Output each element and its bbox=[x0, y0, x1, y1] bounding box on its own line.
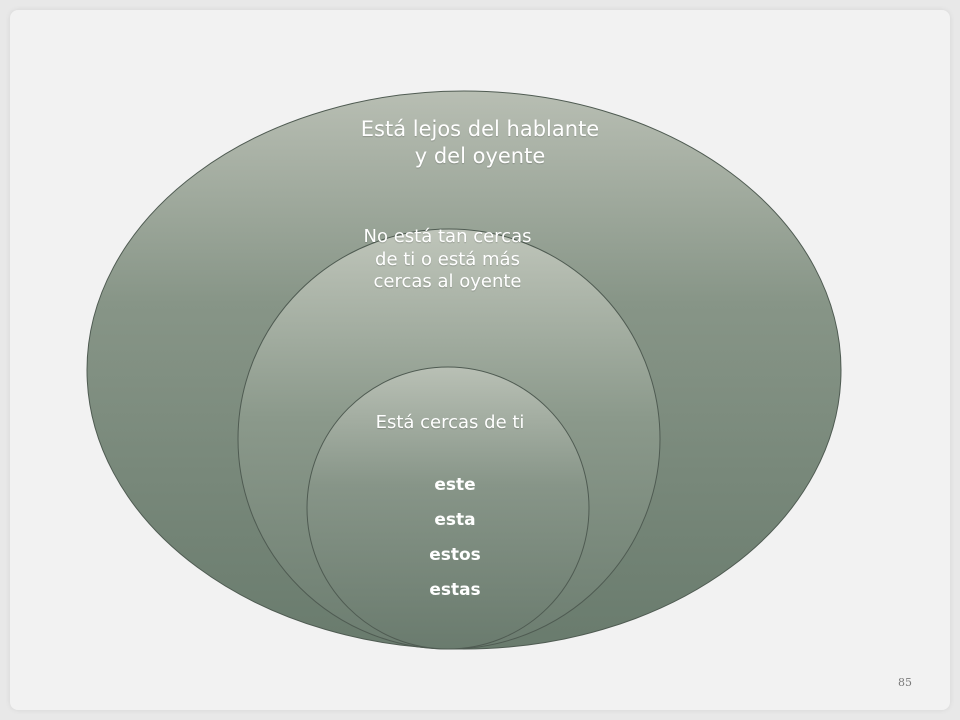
inner-circle-label: Está cercas de ti bbox=[375, 412, 525, 433]
word-estos: estos bbox=[429, 545, 481, 565]
word-este: este bbox=[434, 475, 476, 495]
middle-circle-label: No está tan cercas de ti o está más cerc… bbox=[363, 226, 532, 293]
word-estas: estas bbox=[429, 580, 481, 600]
outer-circle-label: Está lejos del hablante y del oyente bbox=[360, 117, 600, 168]
word-esta: esta bbox=[434, 510, 476, 530]
page-number: 85 bbox=[898, 676, 912, 689]
demonstrative-word-list: este esta estos estas bbox=[385, 470, 525, 610]
inner-ellipse bbox=[306, 366, 590, 650]
